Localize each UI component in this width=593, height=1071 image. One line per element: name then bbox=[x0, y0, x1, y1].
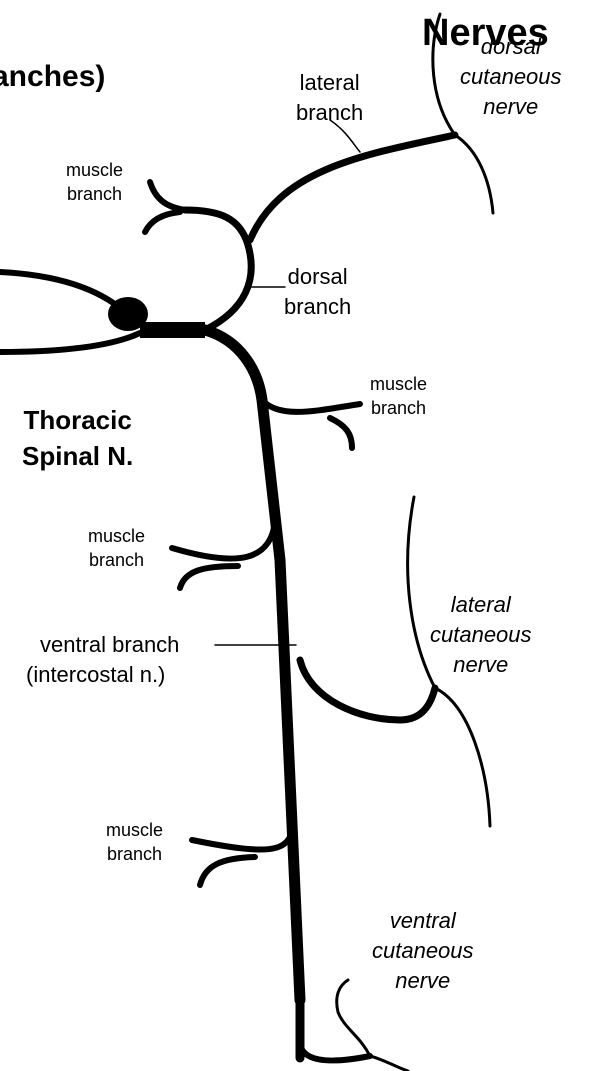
lateral-branch-label: lateral branch bbox=[296, 68, 363, 128]
mid-muscle-branch-nerve bbox=[172, 522, 275, 559]
mid-muscle-branch-twig bbox=[180, 566, 238, 588]
muscle-middle-line-2: branch bbox=[88, 548, 145, 572]
lower-muscle-branch-twig bbox=[200, 857, 255, 885]
dorsal-cutaneous-line-2: cutaneous bbox=[460, 62, 562, 92]
muscle-upper-line-2: branch bbox=[66, 182, 123, 206]
ventral-cutaneous-loop bbox=[300, 1045, 370, 1060]
muscle-right-line-1: muscle bbox=[370, 372, 427, 396]
ventral-root bbox=[0, 333, 140, 352]
dorsal-cutaneous-nerve-lower bbox=[455, 135, 493, 213]
dorsal-branch-line-2: branch bbox=[284, 292, 351, 322]
ventral-branch-line-1: ventral branch bbox=[26, 630, 179, 660]
lateral-cutaneous-line-3: nerve bbox=[430, 650, 532, 680]
ventral-cutaneous-nerve-lower bbox=[370, 1056, 408, 1071]
lateral-branch-line-1: lateral bbox=[296, 68, 363, 98]
dorsal-cutaneous-nerve-label: dorsal cutaneous nerve bbox=[460, 32, 562, 122]
right-muscle-branch-nerve bbox=[262, 400, 360, 412]
dorsal-cutaneous-line-1: dorsal bbox=[460, 32, 562, 62]
lateral-cutaneous-nerve-label: lateral cutaneous nerve bbox=[430, 590, 532, 680]
ventral-cutaneous-nerve-upper bbox=[337, 980, 370, 1056]
lateral-cutaneous-line-2: cutaneous bbox=[430, 620, 532, 650]
ventral-cutaneous-nerve-label: ventral cutaneous nerve bbox=[372, 906, 474, 996]
dorsal-cutaneous-line-3: nerve bbox=[460, 92, 562, 122]
ventral-cutaneous-line-2: cutaneous bbox=[372, 936, 474, 966]
lower-muscle-branch-nerve bbox=[192, 820, 293, 850]
muscle-upper-line-1: muscle bbox=[66, 158, 123, 182]
thoracic-label-line-2: Spinal N. bbox=[22, 438, 133, 474]
lateral-cutaneous-branch-nerve bbox=[300, 660, 435, 720]
spinal-ganglion bbox=[108, 297, 148, 331]
thoracic-label-line-1: Thoracic bbox=[22, 402, 133, 438]
muscle-right-line-2: branch bbox=[370, 396, 427, 420]
ventral-branch-line-2: (intercostal n.) bbox=[26, 660, 179, 690]
muscle-lower-line-2: branch bbox=[106, 842, 163, 866]
ventral-cutaneous-line-1: ventral bbox=[372, 906, 474, 936]
title-line-2: anches) bbox=[0, 60, 105, 94]
muscle-branch-label-middle: muscle branch bbox=[88, 524, 145, 572]
muscle-branch-label-right: muscle branch bbox=[370, 372, 427, 420]
thoracic-spinal-nerve-label: Thoracic Spinal N. bbox=[22, 402, 133, 474]
upper-muscle-branch-nerve bbox=[150, 182, 185, 210]
lateral-cutaneous-line-1: lateral bbox=[430, 590, 532, 620]
dorsal-root bbox=[0, 272, 125, 312]
right-muscle-branch-twig bbox=[330, 418, 352, 448]
dorsal-branch-label: dorsal branch bbox=[284, 262, 351, 322]
lateral-cutaneous-nerve-lower bbox=[435, 688, 490, 826]
muscle-middle-line-1: muscle bbox=[88, 524, 145, 548]
ventral-branch-nerve bbox=[205, 330, 300, 1000]
ventral-branch-label: ventral branch (intercostal n.) bbox=[26, 630, 179, 690]
lateral-branch-line-2: branch bbox=[296, 98, 363, 128]
muscle-branch-label-lower: muscle branch bbox=[106, 818, 163, 866]
upper-muscle-branch-twig bbox=[145, 212, 180, 232]
dorsal-branch-line-1: dorsal bbox=[284, 262, 351, 292]
lateral-branch-nerve bbox=[250, 135, 455, 240]
muscle-lower-line-1: muscle bbox=[106, 818, 163, 842]
muscle-branch-label-upper: muscle branch bbox=[66, 158, 123, 206]
ventral-cutaneous-line-3: nerve bbox=[372, 966, 474, 996]
dorsal-branch-nerve bbox=[185, 210, 251, 330]
